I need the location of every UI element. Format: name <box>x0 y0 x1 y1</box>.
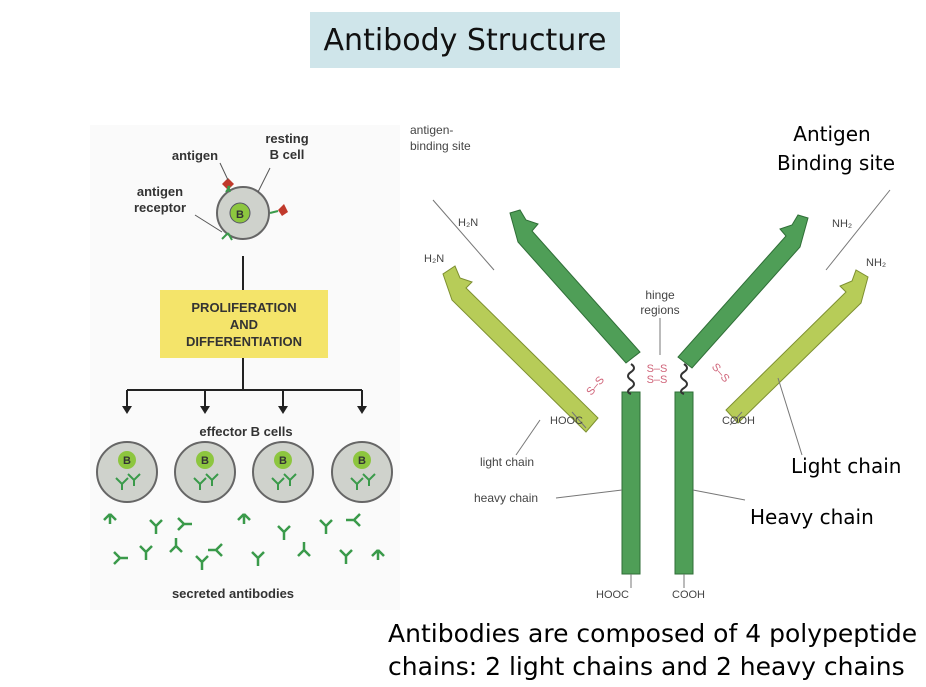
secreted-antibodies <box>103 513 385 570</box>
arrow-head-icon <box>278 406 288 414</box>
antigen-pointer <box>219 162 229 181</box>
label-antigen-receptor-2: receptor <box>134 200 186 215</box>
receptor-icon <box>225 185 231 193</box>
h2n-heavy-label: H₂N <box>458 217 478 229</box>
arrow-head-icon <box>357 406 367 414</box>
hooc-bottom-label: HOOC <box>596 589 629 601</box>
ss-bond-label: S–S <box>584 374 607 398</box>
effector-label: effector B cells <box>199 424 292 439</box>
label-antigen-receptor-1: antigen <box>137 184 183 199</box>
receptor-icon <box>269 210 279 214</box>
label-resting: resting <box>265 131 308 146</box>
label-b-cell: B cell <box>270 147 305 162</box>
branch-arrows <box>122 390 367 414</box>
hinge-label-2: regions <box>640 303 679 317</box>
light-chain-pointer <box>515 419 541 456</box>
binding-site-label-2: binding site <box>410 139 471 153</box>
effector-cell <box>331 441 393 503</box>
heavy-chain-right-arm <box>677 214 809 369</box>
heavy-chain-stem-left <box>621 391 641 575</box>
hooc-left-label: HOOC <box>550 415 583 427</box>
process-line-2: AND <box>230 317 258 332</box>
big-heavy-pointer <box>692 489 746 501</box>
nh2-light-label: NH₂ <box>866 257 886 269</box>
label-antigen: antigen <box>172 148 218 163</box>
effector-cell <box>174 441 236 503</box>
big-light-pointer <box>777 377 803 456</box>
big-binding-label-2: Binding site <box>777 151 895 175</box>
heavy-chain-left-arm <box>509 209 641 364</box>
effector-cell-letter: B <box>358 455 366 467</box>
antigen-icon <box>278 204 288 216</box>
receptor-pointer <box>194 214 223 233</box>
ss-bond-label: S–S <box>647 363 668 375</box>
hinge-squiggle-left <box>627 363 635 395</box>
secreted-label: secreted antibodies <box>172 586 294 601</box>
light-chain-left <box>442 265 599 433</box>
nh2-heavy-label: NH₂ <box>832 218 852 230</box>
big-light-chain-label: Light chain <box>791 454 901 478</box>
disulfide-bonds: S–S S–S S–S S–S <box>584 361 731 398</box>
effector-cell-letter: B <box>279 455 287 467</box>
resting-cell-letter: B <box>236 209 244 221</box>
resting-pointer <box>257 167 271 193</box>
effector-cell <box>96 441 158 503</box>
effector-cell <box>252 441 314 503</box>
antibody-diagram: S–S S–S S–S S–S antigen- binding site hi… <box>410 122 901 601</box>
big-binding-label-1: Antigen <box>793 122 870 146</box>
title-text: Antibody Structure <box>323 22 607 58</box>
big-heavy-chain-label: Heavy chain <box>750 505 874 529</box>
cooh-bottom-label: COOH <box>672 589 705 601</box>
process-line-1: PROLIFERATION <box>191 300 296 315</box>
b-cell-diagram: B antigen resting B cell antigen recepto… <box>90 125 400 610</box>
light-chain-small-label: light chain <box>480 455 534 469</box>
process-line-3: DIFFERENTIATION <box>186 334 302 349</box>
arrow-head-icon <box>122 406 132 414</box>
hooc-pointer <box>571 411 587 429</box>
arrow-head-icon <box>200 406 210 414</box>
binding-site-label-1: antigen- <box>410 123 453 137</box>
page-title: Antibody Structure <box>310 12 620 68</box>
effector-cell-letter: B <box>123 455 131 467</box>
heavy-chain-pointer <box>555 489 623 499</box>
receptor-icon <box>221 232 233 241</box>
heavy-chain-small-label: heavy chain <box>474 491 538 505</box>
cooh-right-label: COOH <box>722 415 755 427</box>
caption-line-1: Antibodies are composed of 4 polypeptide <box>388 619 917 648</box>
ss-bond-label: S–S <box>647 374 668 386</box>
caption-line-2: chains: 2 light chains and 2 heavy chain… <box>388 652 905 681</box>
effector-cell-letter: B <box>201 455 209 467</box>
h2n-light-label: H₂N <box>424 253 444 265</box>
big-binding-pointer <box>825 189 891 271</box>
light-chain-right <box>725 269 869 424</box>
hinge-label-1: hinge <box>645 288 675 302</box>
binding-site-pointer <box>432 199 495 271</box>
cooh-pointer <box>729 411 743 426</box>
ss-bond-label: S–S <box>709 361 732 385</box>
proliferation-box <box>160 290 328 358</box>
effector-cells <box>96 441 393 503</box>
antigen-icon <box>222 178 234 190</box>
resting-b-cell-nucleus <box>229 202 251 224</box>
hinge-squiggle-right <box>680 363 688 395</box>
heavy-chain-stem-right <box>674 391 694 575</box>
